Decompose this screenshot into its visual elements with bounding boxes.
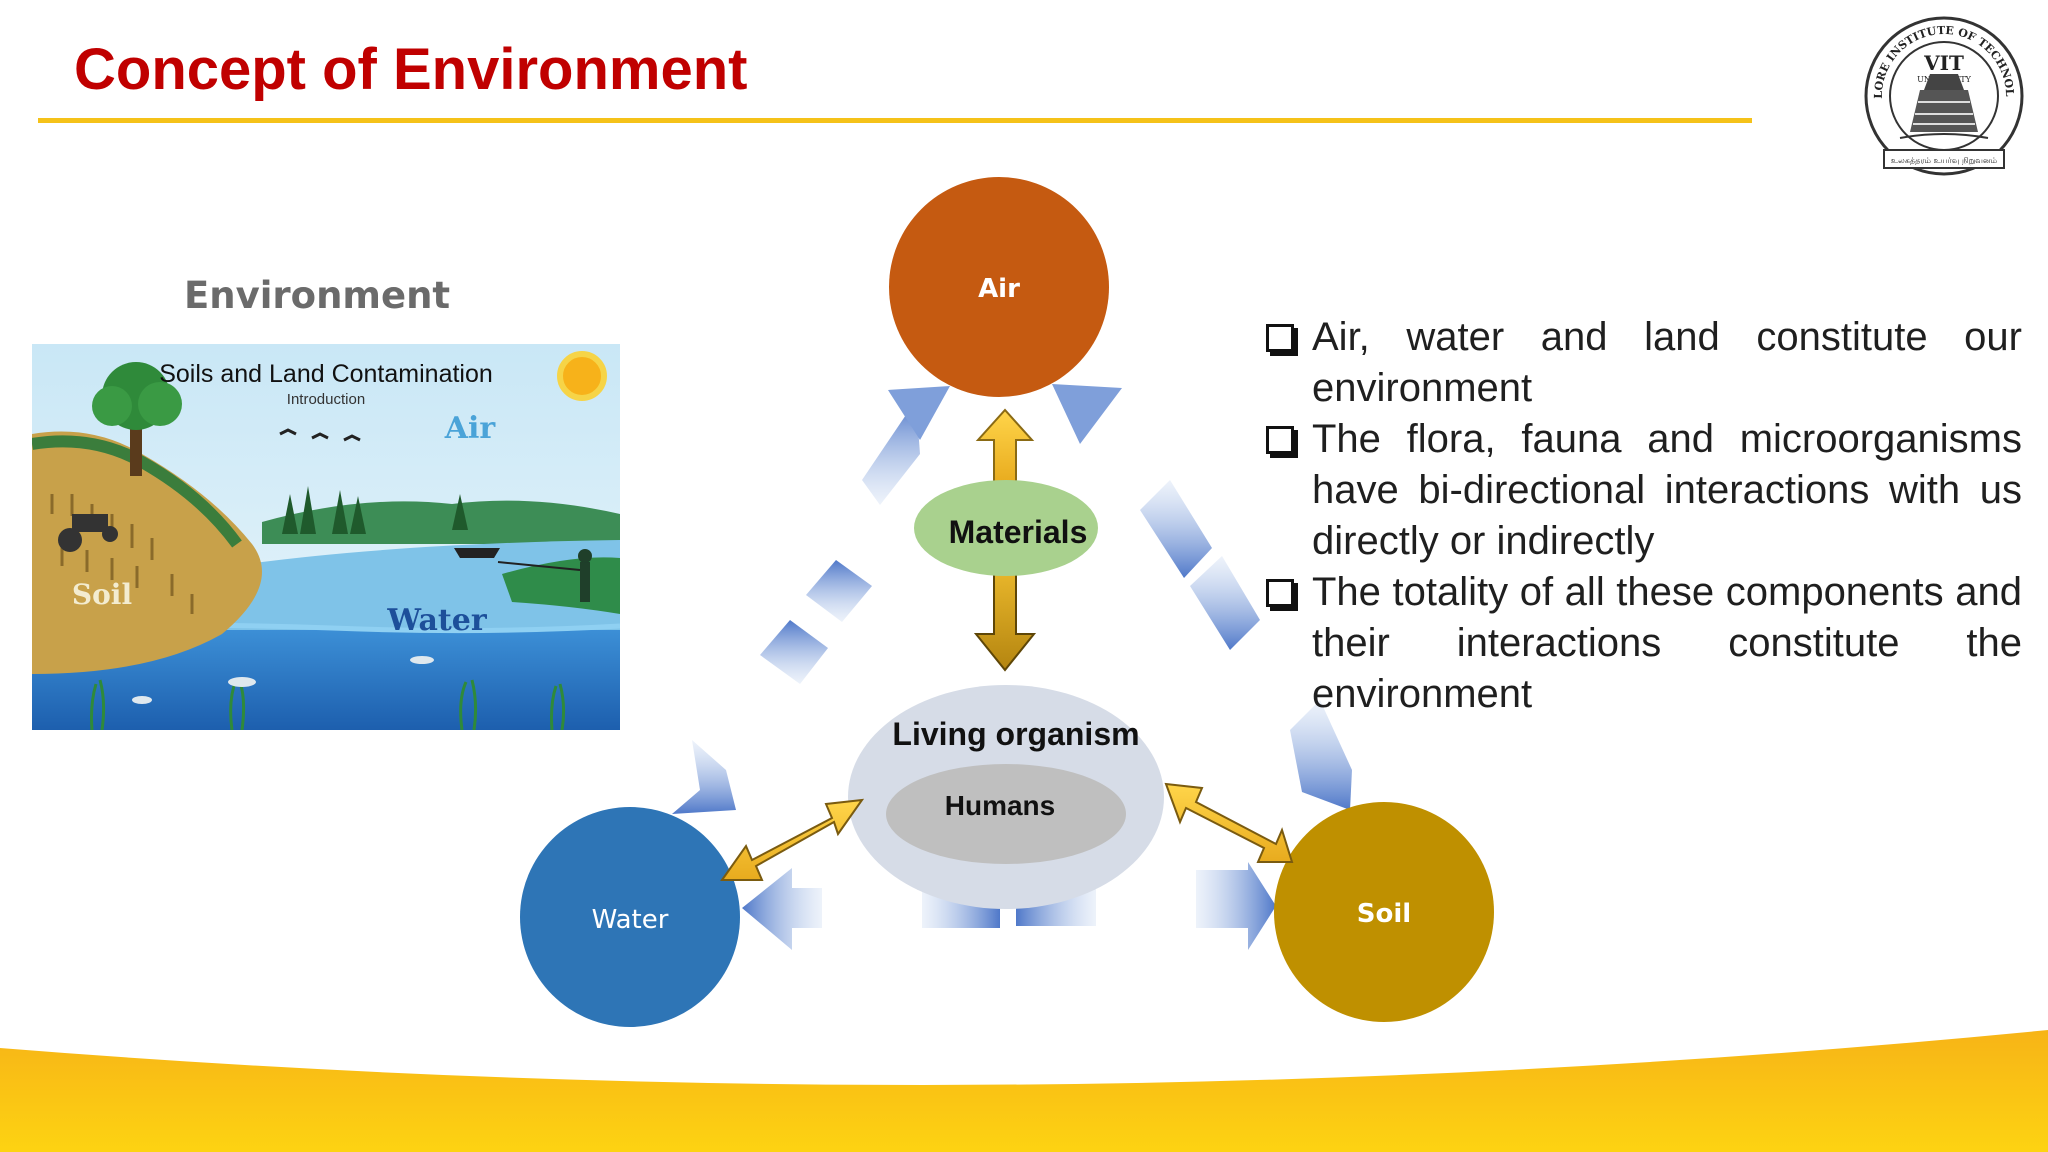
slide-title: Concept of Environment (74, 37, 748, 102)
materials-label: Materials (949, 514, 1088, 550)
living-soil-double-arrow (1164, 782, 1294, 863)
illustration-soil-label: Soil (72, 578, 132, 611)
bottom-band (0, 1030, 2048, 1152)
water-label: Water (592, 905, 669, 935)
living-organism-label: Living organism (892, 716, 1139, 752)
checkbox-bullet-icon (1266, 579, 1294, 607)
soil-label: Soil (1357, 899, 1411, 929)
illustration-title: Soils and Land Contamination (159, 360, 493, 388)
water-circle (520, 807, 740, 1027)
title-underline (38, 118, 1752, 123)
bullet-item: The flora, fauna and microorganisms have… (1262, 414, 2022, 567)
cycle-arrow-water-to-air (760, 386, 950, 684)
humans-label: Humans (945, 790, 1055, 821)
materials-ellipse (914, 480, 1098, 576)
bullet-text: The totality of all these components and… (1312, 570, 2022, 716)
illustration-subtitle: Introduction (287, 391, 365, 408)
materials-to-air-arrow (975, 408, 1035, 485)
living-water-double-arrow (720, 798, 865, 881)
illustration-water-label: Water (386, 603, 487, 638)
environment-label: Environment (184, 274, 451, 317)
illustration-air-label: Air (444, 411, 497, 446)
soil-circle (1274, 802, 1494, 1022)
checkbox-bullet-icon (1266, 426, 1294, 454)
logo-name: VIT (1923, 51, 1964, 75)
air-label: Air (978, 274, 1020, 304)
logo-motto: உலகத்தரம் உயர்வு நிறுவனம் (1891, 156, 1997, 166)
materials-to-living-arrow (973, 573, 1037, 672)
bullet-text: The flora, fauna and microorganisms have… (1312, 417, 2022, 563)
environment-illustration: Soils and Land Contamination Introductio… (32, 344, 620, 730)
humans-ellipse (886, 764, 1126, 864)
air-circle (889, 177, 1109, 397)
bullet-list: Air, water and land constitute our envir… (1262, 312, 2022, 720)
bullet-item: Air, water and land constitute our envir… (1262, 312, 2022, 414)
cycle-arrow-air-to-water (672, 740, 736, 814)
bullet-text: Air, water and land constitute our envir… (1312, 315, 2022, 410)
checkbox-bullet-icon (1266, 324, 1294, 352)
cycle-arrow-air-to-soil (1052, 384, 1352, 810)
university-logo: VELLORE INSTITUTE OF TECHNOLOGY VIT UNIV… (1860, 12, 2024, 176)
bullet-item: The totality of all these components and… (1262, 567, 2022, 720)
